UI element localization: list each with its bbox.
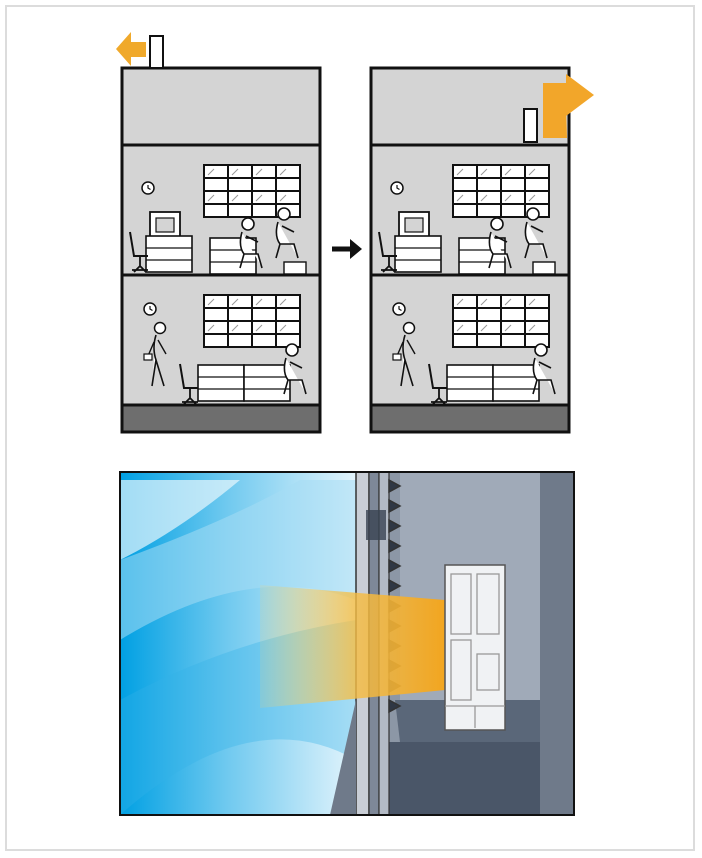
outdoor-unit	[445, 565, 505, 730]
building-after	[371, 68, 594, 432]
right-arrow-icon	[332, 239, 362, 259]
exhaust-arrow-left-icon	[116, 32, 146, 66]
airflow-beam	[260, 585, 445, 708]
building-before	[116, 32, 320, 432]
installation-view	[120, 472, 574, 815]
